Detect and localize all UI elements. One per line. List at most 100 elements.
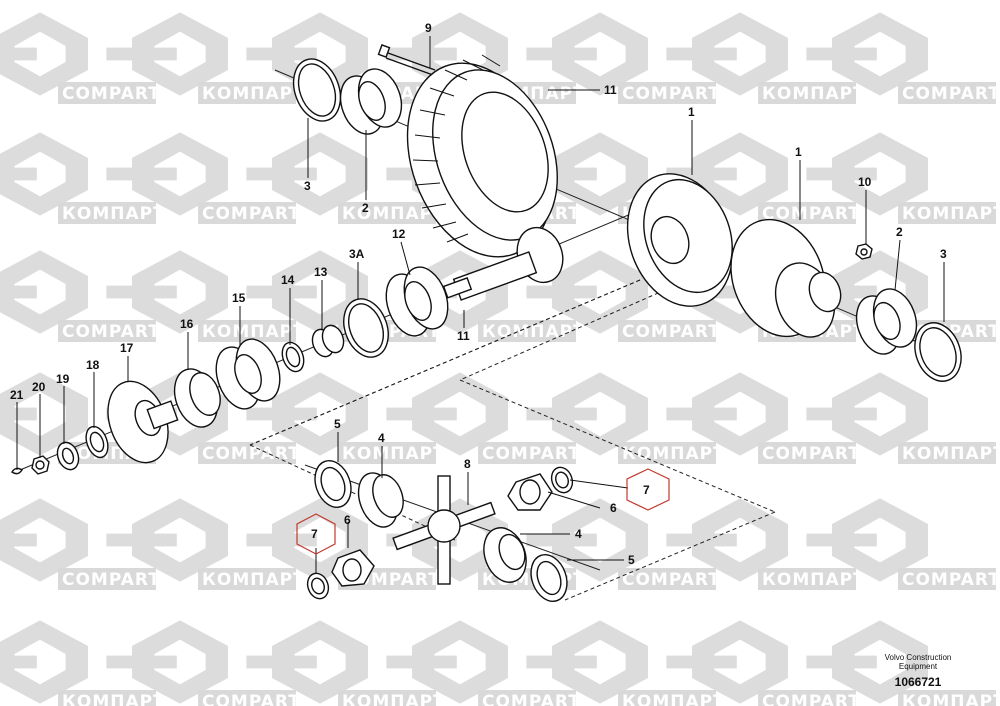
watermark-text: COMPART [762,204,861,224]
watermark-tile: COMPART [106,372,300,464]
part-19-lockwasher [56,441,80,471]
watermark-tile: COMPART [386,620,580,706]
part-21-pin [11,467,23,475]
watermark-tile: КОМПАРТ [246,132,445,224]
watermark-tile: COMPART [526,12,720,104]
watermark-tile: КОМПАРТ [0,620,166,706]
callout-7-left: 7 [311,527,318,541]
watermark-text: КОМПАРТ [622,692,726,706]
callout-11-top: 11 [604,83,617,97]
part-11-ring-gear [406,54,558,258]
watermark-tile: COMPART [526,250,720,342]
callout-15: 15 [232,291,246,305]
watermark-text: КОМПАРТ [902,204,1000,224]
watermark-tile: КОМПАРТ [666,498,865,590]
part-4-side-gear-lower [483,527,527,583]
watermark-tile: КОМПАРТ [806,620,1000,706]
part-1-housing-left [626,173,734,307]
callout-11-bottom: 11 [457,329,470,343]
callout-2-left: 2 [362,201,369,215]
watermark-text: COMPART [762,692,861,706]
callout-3-left: 3 [304,179,311,193]
callout-10: 10 [858,175,872,189]
watermark-tile: КОМПАРТ [526,620,725,706]
part-11-pinion [442,226,564,301]
part-13-spacer [311,324,345,358]
part-8-spider-cross [392,475,496,585]
watermark-tile: КОМПАРТ [806,372,1000,464]
watermark-tile: COMPART [666,620,860,706]
watermark-text: КОМПАРТ [202,322,306,342]
part-5-washer-upper [314,460,352,508]
watermark-tile: COMPART [386,372,580,464]
callout-16: 16 [180,317,194,331]
watermark-text: COMPART [62,570,161,590]
callout-2-right: 2 [896,225,903,239]
part-4-side-gear-upper [357,472,404,528]
callout-12: 12 [392,227,406,241]
callout-21: 21 [10,388,24,402]
watermark-text: КОМПАРТ [762,84,866,104]
watermark-text: COMPART [202,692,301,706]
watermark-text: КОМПАРТ [342,444,446,464]
callout-1-right: 1 [795,145,802,159]
part-7-washer-upper [550,466,574,494]
watermark-tile: КОМПАРТ [806,132,1000,224]
part-3-ring [292,58,342,122]
brand-line-2: Equipment [898,662,938,671]
callout-14: 14 [281,273,295,287]
callout-18: 18 [86,358,100,372]
part-3-ring-right [914,322,962,382]
watermark-text: COMPART [202,444,301,464]
callout-5-lower: 5 [628,553,635,567]
watermark-tile: COMPART [106,132,300,224]
watermark-text: COMPART [902,84,1000,104]
watermark-text: КОМПАРТ [202,84,306,104]
watermark-tile: COMPART [0,250,161,342]
callout-8: 8 [464,457,471,471]
hex-marker-7b [296,513,336,555]
watermark-tile: COMPART [666,372,860,464]
part-7-washer-lower [306,572,330,600]
callout-1-left: 1 [688,105,695,119]
watermark-tile: COMPART [106,620,300,706]
footer-reference: Volvo Construction Equipment 1066721 [868,653,968,689]
part-18-washer [85,425,109,459]
watermark-text: COMPART [62,84,161,104]
watermark-tile: КОМПАРТ [106,12,305,104]
dashed-guide-lines [249,279,776,601]
callout-7-right: 7 [643,483,650,497]
callout-3-right: 3 [940,247,947,261]
watermark-text: COMPART [622,570,721,590]
watermark-text: КОМПАРТ [902,444,1000,464]
callout-4-lower: 4 [575,527,582,541]
part-9-bolt [377,44,436,76]
watermark-text: КОМПАРТ [62,692,166,706]
watermark-text: КОМПАРТ [342,692,446,706]
callout-9: 9 [425,21,432,35]
watermark-tile: КОМПАРТ [0,132,166,224]
watermark-text: КОМПАРТ [62,204,166,224]
watermark-text: COMPART [62,322,161,342]
callout-labels: 9 11 1 1 3 2 10 2 3 12 3A 13 14 11 15 16… [10,21,947,567]
watermark-text: КОМПАРТ [762,570,866,590]
part-3A-ring [343,298,389,358]
callout-4-upper: 4 [378,431,385,445]
leader-lines [16,36,945,574]
watermark-tile: COMPART [0,12,161,104]
watermark-tile: КОМПАРТ [246,372,445,464]
watermark-tile: COMPART [666,132,860,224]
part-20-nut [31,455,50,475]
watermark-tile: КОМПАРТ [106,250,305,342]
callout-17: 17 [120,341,134,355]
watermark-text: КОМПАРТ [342,204,446,224]
watermark-tile: КОМПАРТ [246,620,445,706]
watermark-text: COMPART [762,444,861,464]
watermark-text: COMPART [482,444,581,464]
part-6-pinion-lower [331,549,375,587]
part-5-washer-lower [530,554,568,602]
callout-20: 20 [32,380,46,394]
part-10-nut [855,243,873,260]
part-17-flange [107,380,179,464]
